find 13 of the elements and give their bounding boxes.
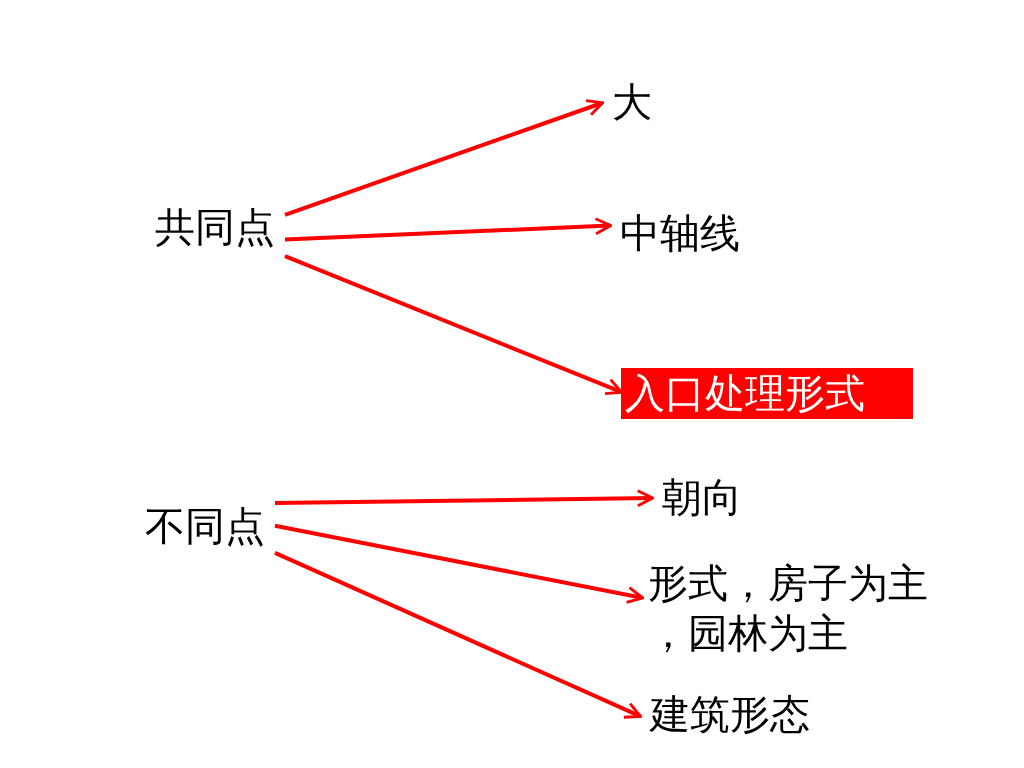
item-label: 朝向: [652, 468, 752, 528]
item-label: 建筑形态: [640, 685, 820, 745]
item-label: 形式，房子为主，园林为主: [642, 553, 934, 665]
highlighted-label: 入口处理形式: [621, 368, 913, 419]
arrow: [274, 489, 655, 508]
group-heading: 不同点: [135, 497, 275, 557]
arrow: [284, 217, 613, 242]
arrow: [284, 99, 605, 217]
item-label: 中轴线: [610, 204, 750, 264]
arrow: [274, 550, 643, 719]
arrow: [274, 523, 645, 604]
item-label: 大: [602, 73, 662, 133]
group-heading: 共同点: [145, 198, 285, 258]
